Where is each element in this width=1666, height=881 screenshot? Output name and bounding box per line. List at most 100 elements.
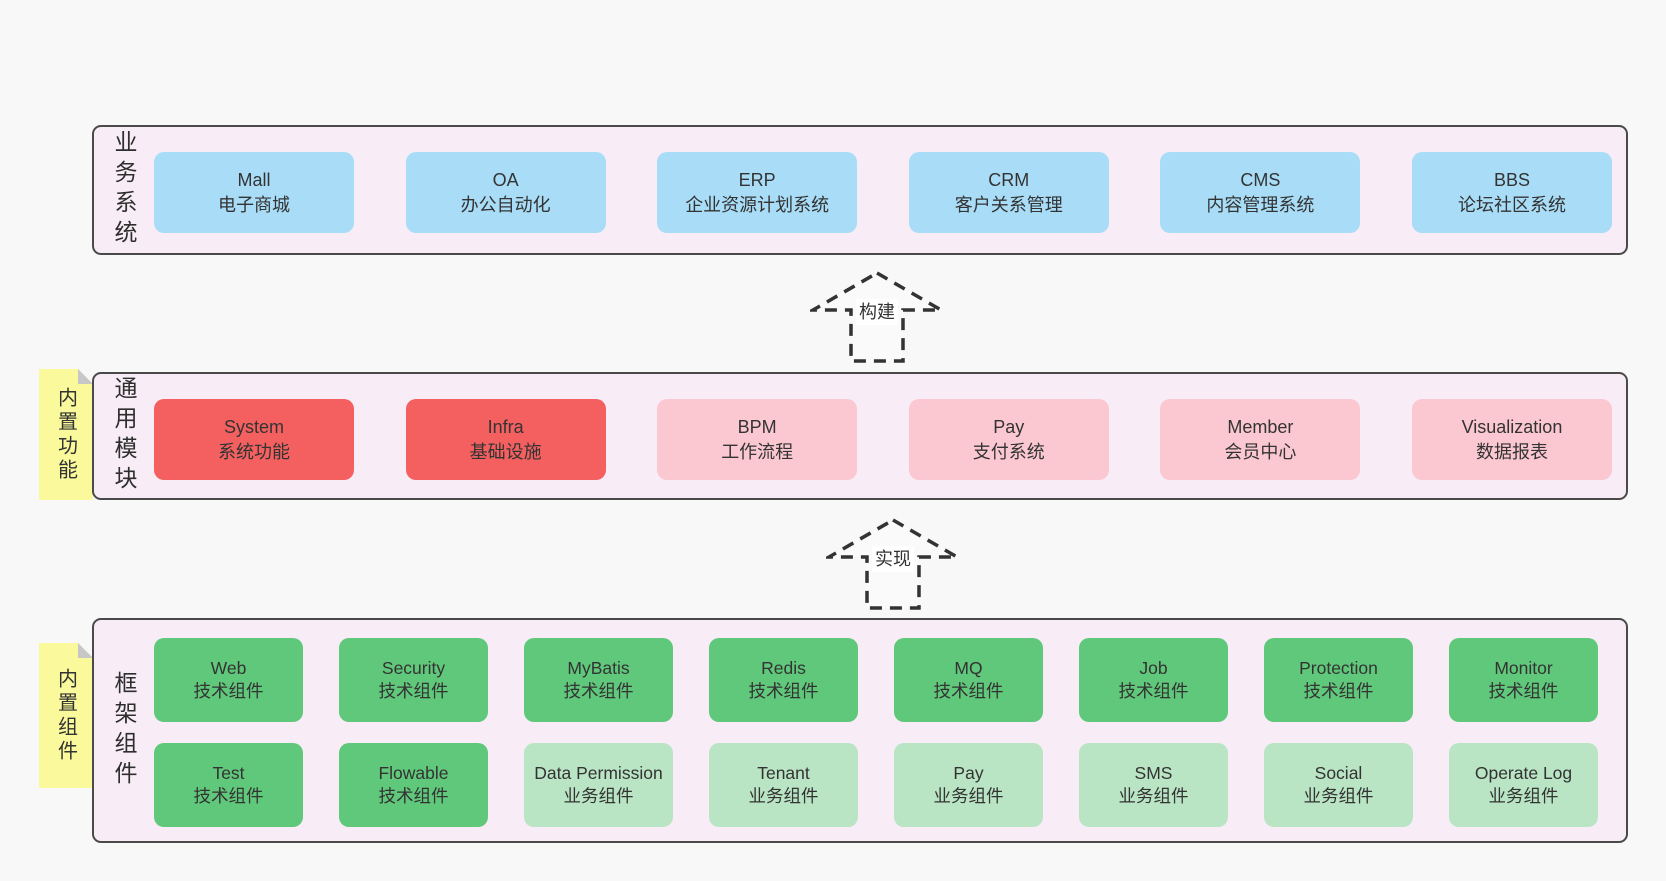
component-name-zh: 技术组件 xyxy=(933,681,1004,701)
component-name-en: Security xyxy=(381,658,446,678)
module-name-en: BPM xyxy=(737,416,777,437)
arrow-label: 实现 xyxy=(872,546,914,572)
component-name-en: Social xyxy=(1314,763,1363,783)
business-box-row: Mall 电子商城 OA 办公自动化 ERP 企业资源计划系统 CRM 客户关系… xyxy=(154,152,1612,233)
component-name-zh: 技术组件 xyxy=(1118,681,1189,701)
component-name-zh: 业务组件 xyxy=(1488,786,1559,806)
module-name-en: Infra xyxy=(487,416,524,437)
component-box: Tenant 业务组件 xyxy=(709,743,858,827)
component-box: SMS 业务组件 xyxy=(1079,743,1228,827)
component-name-en: Monitor xyxy=(1494,658,1553,678)
module-name-en: ERP xyxy=(738,169,776,190)
component-name-zh: 技术组件 xyxy=(378,786,449,806)
component-name-en: Job xyxy=(1139,658,1168,678)
component-name-zh: 业务组件 xyxy=(748,786,819,806)
component-box: Test 技术组件 xyxy=(154,743,303,827)
component-box: Job 技术组件 xyxy=(1079,638,1228,722)
sticky-note-text: 内置功能 xyxy=(54,386,77,483)
module-name-en: Mall xyxy=(237,169,271,190)
module-name-zh: 支付系统 xyxy=(972,441,1045,462)
module-box: BBS 论坛社区系统 xyxy=(1411,152,1612,233)
panel-framework-components: 框架组件 Web 技术组件 Security 技术组件 MyBatis 技术组件 xyxy=(92,618,1628,843)
module-name-en: BBS xyxy=(1493,169,1530,190)
component-name-en: Redis xyxy=(761,658,806,678)
module-box: Member 会员中心 xyxy=(1160,399,1361,480)
component-name-en: SMS xyxy=(1134,763,1173,783)
module-name-zh: 数据报表 xyxy=(1475,441,1548,462)
component-name-en: MQ xyxy=(954,658,983,678)
component-box: Operate Log 业务组件 xyxy=(1449,743,1598,827)
module-name-zh: 内容管理系统 xyxy=(1206,194,1315,215)
module-name-en: Member xyxy=(1227,416,1294,437)
component-name-zh: 业务组件 xyxy=(1303,786,1374,806)
sticky-note-built-in-components: 内置组件 xyxy=(39,643,93,788)
module-name-zh: 电子商城 xyxy=(218,194,290,215)
module-name-zh: 会员中心 xyxy=(1224,441,1297,462)
component-name-zh: 业务组件 xyxy=(1118,786,1189,806)
arrow-implement-up: 实现 xyxy=(826,517,960,611)
component-box: MyBatis 技术组件 xyxy=(524,638,673,722)
component-name-zh: 业务组件 xyxy=(933,786,1004,806)
component-name-en: Flowable xyxy=(378,763,449,783)
component-name-zh: 技术组件 xyxy=(1303,681,1374,701)
module-box: BPM 工作流程 xyxy=(657,399,858,480)
component-name-en: Tenant xyxy=(757,763,810,783)
component-box: Flowable 技术组件 xyxy=(339,743,488,827)
component-name-en: Protection xyxy=(1299,658,1378,678)
module-box: CMS 内容管理系统 xyxy=(1160,152,1361,233)
component-name-en: Data Permission xyxy=(534,763,663,783)
component-name-en: Pay xyxy=(953,763,984,783)
framework-box-row-1: Web 技术组件 Security 技术组件 MyBatis 技术组件 Redi… xyxy=(154,638,1598,722)
component-box: Data Permission 业务组件 xyxy=(524,743,673,827)
panel-label: 框架组件 xyxy=(111,670,137,791)
module-name-en: CRM xyxy=(988,169,1030,190)
module-box: Visualization 数据报表 xyxy=(1411,399,1612,480)
component-box: Social 业务组件 xyxy=(1264,743,1413,827)
module-name-en: Visualization xyxy=(1461,416,1563,437)
sticky-note-built-in-functions: 内置功能 xyxy=(39,369,93,500)
component-name-en: Web xyxy=(210,658,247,678)
panel-label: 业务系统 xyxy=(111,130,137,250)
component-box: Protection 技术组件 xyxy=(1264,638,1413,722)
module-name-zh: 工作流程 xyxy=(721,441,794,462)
framework-box-row-2: Test 技术组件 Flowable 技术组件 Data Permission … xyxy=(154,743,1598,827)
module-name-zh: 论坛社区系统 xyxy=(1457,194,1566,215)
module-name-zh: 系统功能 xyxy=(218,441,290,462)
component-box: MQ 技术组件 xyxy=(894,638,1043,722)
module-box: OA 办公自动化 xyxy=(405,152,606,233)
arrow-label: 构建 xyxy=(856,299,898,325)
component-box: Monitor 技术组件 xyxy=(1449,638,1598,722)
component-name-zh: 技术组件 xyxy=(1488,681,1559,701)
component-name-zh: 技术组件 xyxy=(378,681,449,701)
component-box: Security 技术组件 xyxy=(339,638,488,722)
panel-business-systems: 业务系统 Mall 电子商城 OA 办公自动化 ERP 企业资源计划系统 xyxy=(92,125,1628,255)
component-name-en: MyBatis xyxy=(567,658,630,678)
module-box: CRM 客户关系管理 xyxy=(908,152,1109,233)
component-box: Redis 技术组件 xyxy=(709,638,858,722)
module-name-zh: 企业资源计划系统 xyxy=(685,194,830,215)
component-name-en: Operate Log xyxy=(1474,763,1573,783)
module-name-zh: 基础设施 xyxy=(469,441,542,462)
module-box: Mall 电子商城 xyxy=(154,152,354,233)
module-name-zh: 客户关系管理 xyxy=(954,194,1063,215)
panel-label: 通用模块 xyxy=(111,376,137,496)
module-box: Pay 支付系统 xyxy=(908,399,1109,480)
component-name-zh: 技术组件 xyxy=(193,681,264,701)
module-name-en: OA xyxy=(492,169,519,190)
component-name-zh: 技术组件 xyxy=(193,786,264,806)
modules-box-row: System 系统功能 Infra 基础设施 BPM 工作流程 Pay 支付系统 xyxy=(154,399,1612,480)
panel-common-modules: 通用模块 System 系统功能 Infra 基础设施 BPM 工作流程 xyxy=(92,372,1628,500)
component-name-zh: 技术组件 xyxy=(748,681,819,701)
component-name-en: Test xyxy=(212,763,245,783)
module-name-en: Pay xyxy=(993,416,1025,437)
component-box: Pay 业务组件 xyxy=(894,743,1043,827)
module-name-en: System xyxy=(223,416,284,437)
component-name-zh: 业务组件 xyxy=(563,786,634,806)
component-box: Web 技术组件 xyxy=(154,638,303,722)
sticky-note-text: 内置组件 xyxy=(54,667,77,764)
component-name-zh: 技术组件 xyxy=(563,681,634,701)
module-box: Infra 基础设施 xyxy=(405,399,606,480)
module-box: ERP 企业资源计划系统 xyxy=(657,152,858,233)
module-box: System 系统功能 xyxy=(154,399,354,480)
